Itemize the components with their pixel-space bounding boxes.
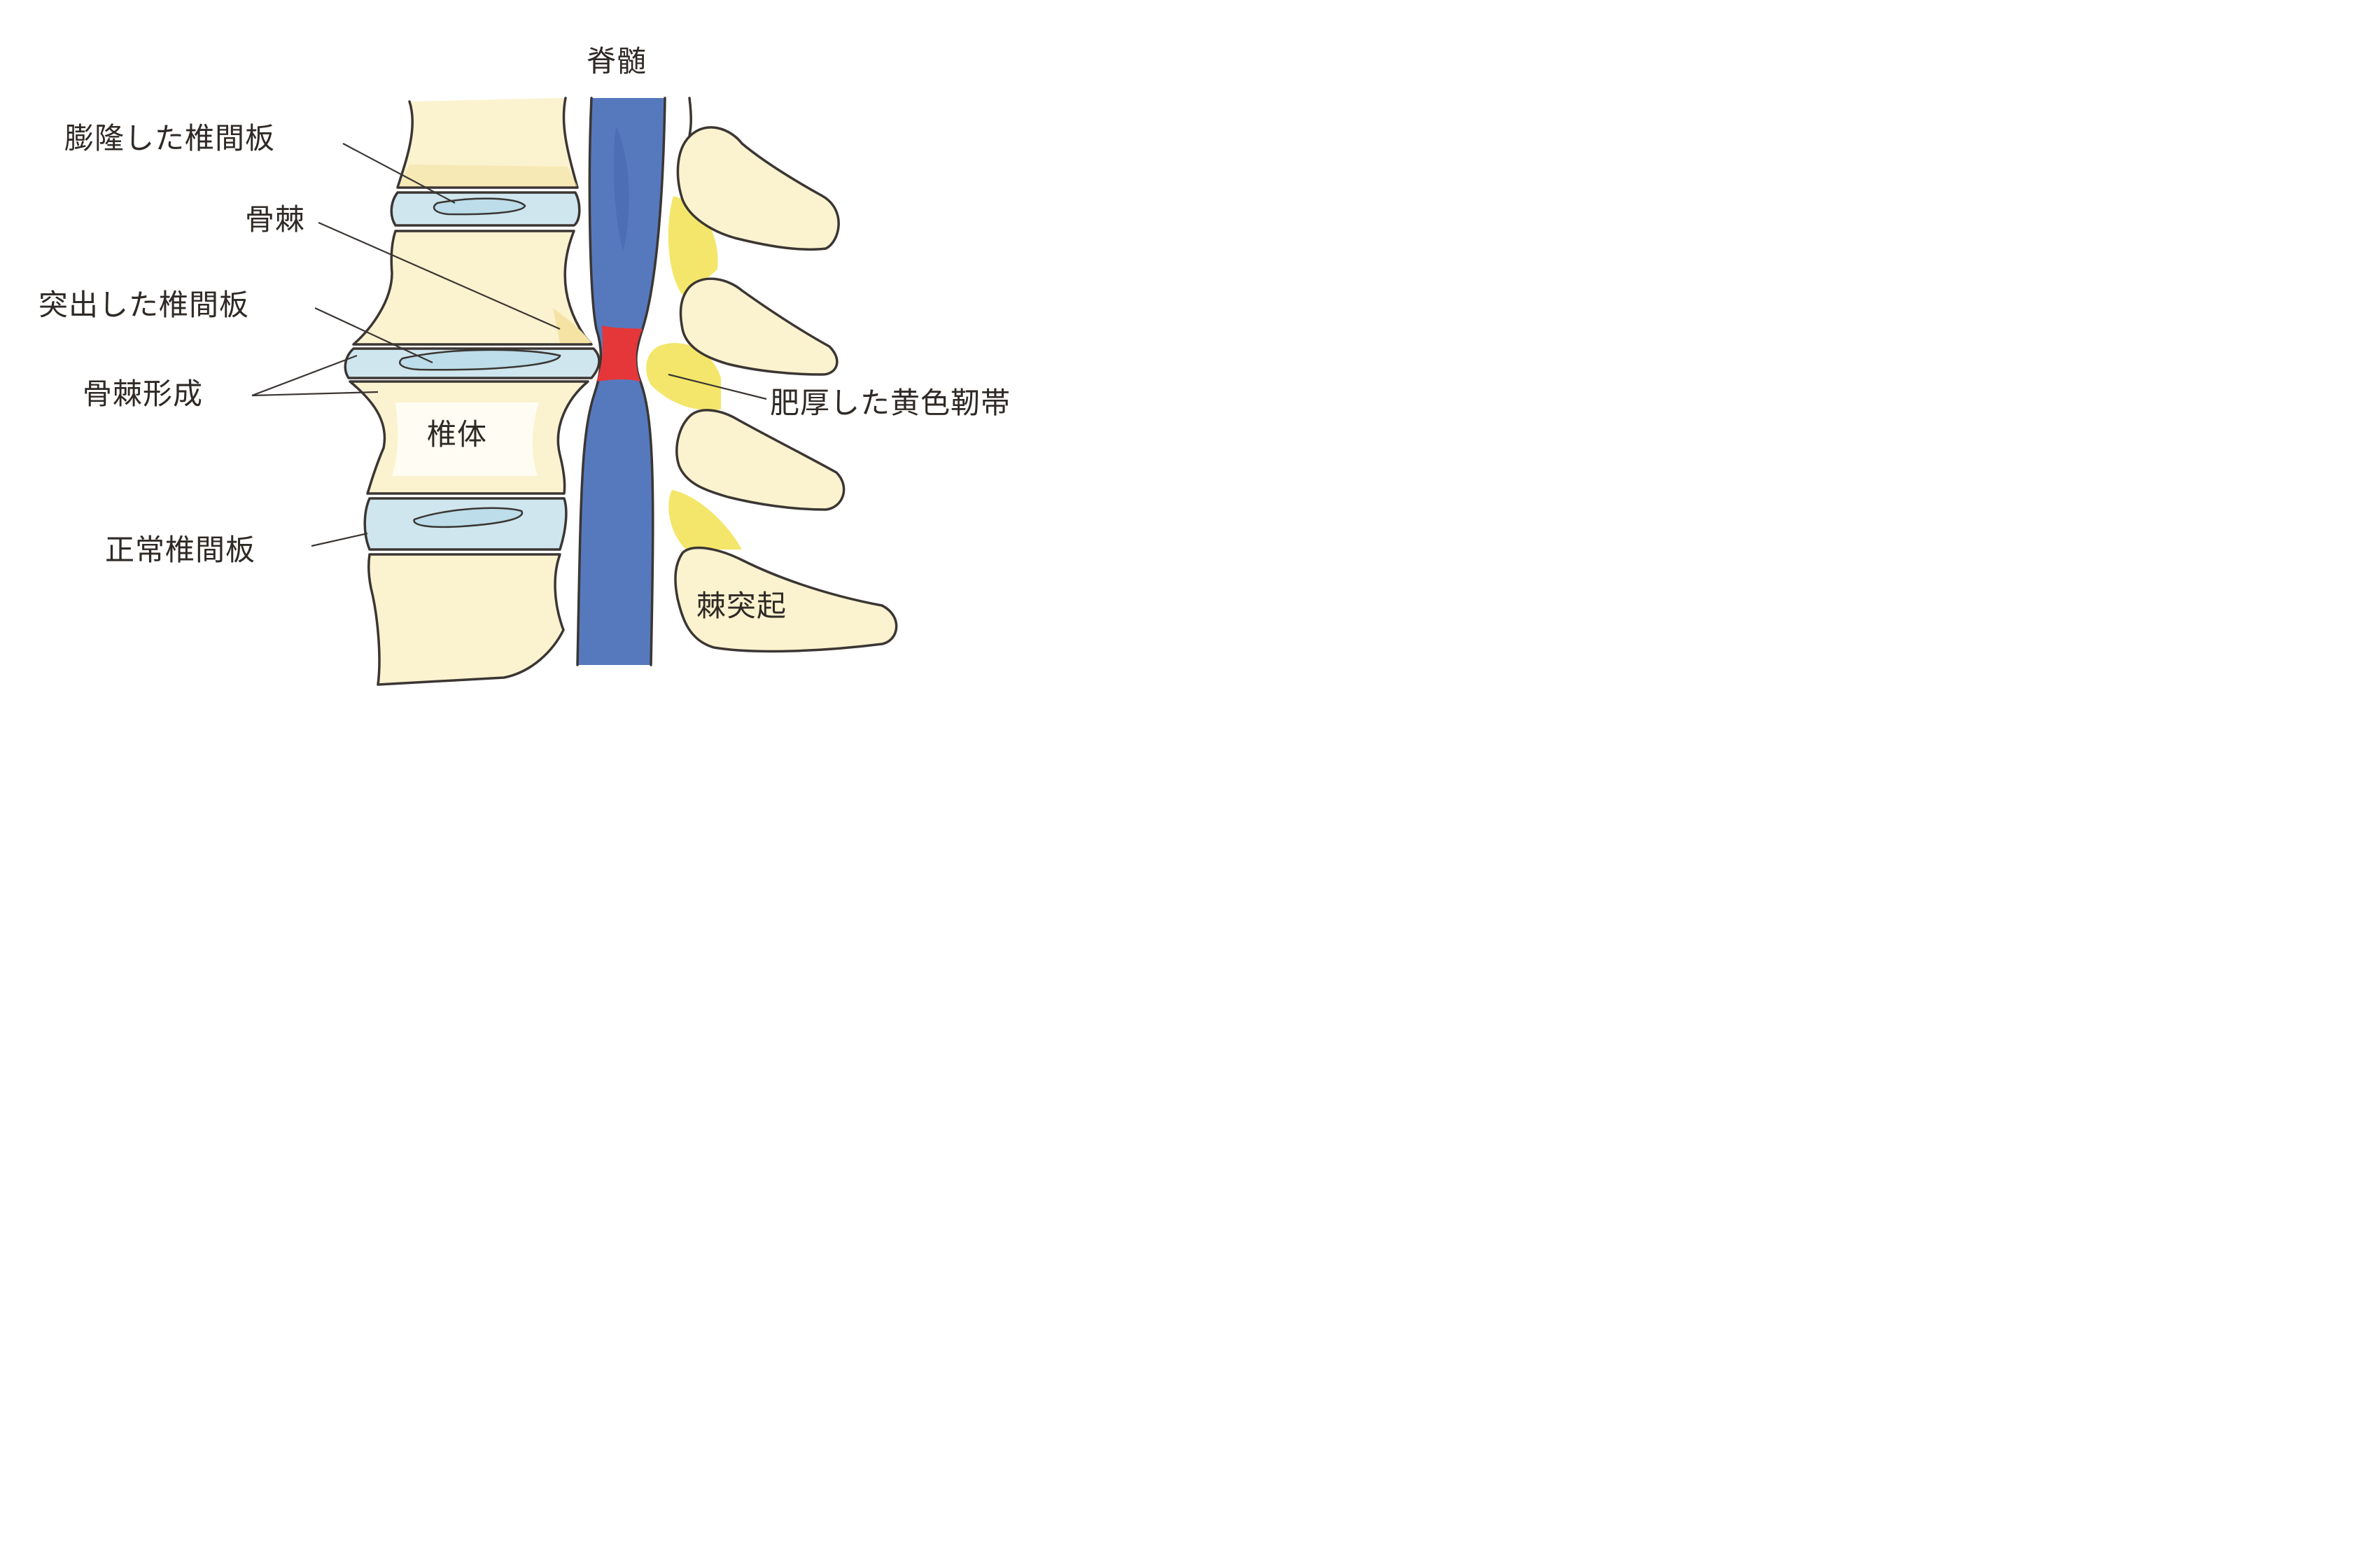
- label-herniated-disc: 突出した椎間板: [38, 288, 249, 322]
- label-bone-spur: 骨棘: [245, 202, 305, 237]
- label-normal-disc: 正常椎間板: [105, 533, 255, 567]
- disc-bulging-nucleus: [434, 199, 525, 215]
- label-bulging-disc: 膨隆した椎間板: [64, 121, 275, 155]
- label-vertebral-body: 椎体: [427, 417, 487, 451]
- spinous-process-3: [677, 410, 844, 510]
- diagram-canvas: 脊髄 膨隆した椎間板 骨棘 突出した椎間板 骨棘形成 椎体 正常椎間板 肥厚した…: [0, 0, 1092, 724]
- posterior-arch-contour: [689, 98, 691, 136]
- leader-spur-formation-b: [252, 392, 378, 396]
- vertebra-4: [369, 554, 563, 685]
- label-spinal-cord: 脊髄: [587, 44, 647, 78]
- leader-spur-formation-a: [252, 356, 357, 396]
- label-spur-formation: 骨棘形成: [83, 377, 203, 411]
- spinal-stenosis-diagram: 脊髄 膨隆した椎間板 骨棘 突出した椎間板 骨棘形成 椎体 正常椎間板 肥厚した…: [0, 0, 1092, 724]
- label-spinous-process: 棘突起: [696, 589, 787, 623]
- vertebral-column: [345, 98, 599, 685]
- leader-normal-disc: [311, 533, 367, 546]
- vertebra-1-shade: [399, 164, 577, 186]
- label-thickened-ligament: 肥厚した黄色靭帯: [770, 386, 1011, 420]
- stenosis-compression: [596, 326, 643, 382]
